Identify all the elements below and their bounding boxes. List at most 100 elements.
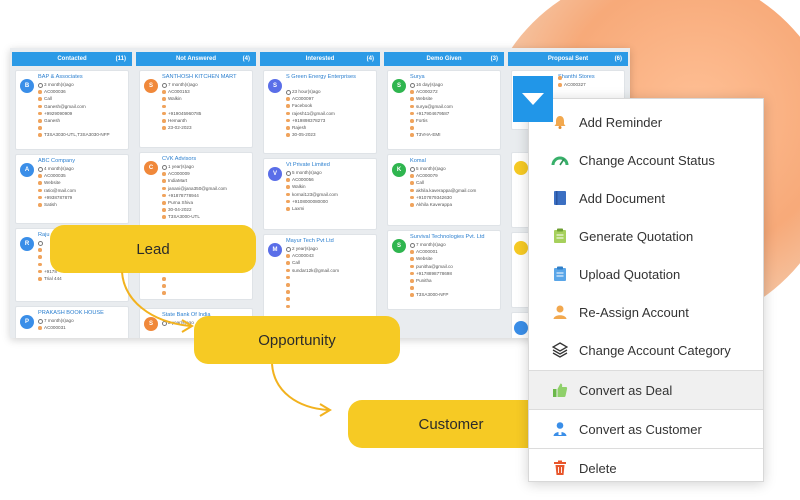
menu-divider <box>529 370 763 371</box>
account-menu-toggle-button[interactable] <box>513 76 553 122</box>
avatar: S <box>144 317 158 331</box>
card-detail: Hemanth <box>162 117 250 124</box>
menu-item-label: Convert as Customer <box>579 421 702 437</box>
card-detail: 3 month(s)ago <box>38 81 126 89</box>
card-detail: Website <box>410 255 498 262</box>
account-card[interactable]: B BAP & Associates 3 month(s)ago AC00003… <box>15 70 129 150</box>
card-detail: +9178898778698 <box>410 270 498 277</box>
account-card[interactable]: S SANTHOSH KITCHEN MART 7 month(s)ago AC… <box>139 70 253 148</box>
menu-item-add-reminder[interactable]: Add Reminder <box>529 103 763 141</box>
card-detail: sundar12k@gmail.com <box>286 267 374 274</box>
account-card[interactable]: C CVK Advisors 1 year(s)ago AC000009 Ind… <box>139 152 253 230</box>
card-detail: akhila.kaverappa@gmail.com <box>410 187 498 194</box>
column-header-contacted[interactable]: Contacted (11) <box>12 52 132 66</box>
card-detail: 5 month(s)ago <box>286 169 374 177</box>
card-details: 3 month(s)ago AC000036 Call Ganesh@gmail… <box>38 81 126 139</box>
card-detail: T3VHA-EMI <box>410 131 498 138</box>
card-detail: AC000097 <box>286 95 374 102</box>
account-card[interactable]: S S Green Energy Enterprises 23 hour(s)a… <box>263 70 377 154</box>
account-name[interactable]: SANTHOSH KITCHEN MART <box>162 74 237 80</box>
card-detail: AC000056 <box>286 176 374 183</box>
column-title: Proposal Sent <box>547 56 589 62</box>
card-details: 4 month(s)ago AC000035 Website ratio@mai… <box>38 165 126 208</box>
account-name[interactable]: S Green Energy Enterprises <box>286 74 356 80</box>
account-name[interactable]: Komal <box>410 158 426 164</box>
card-details: +9178 Trial 444 <box>38 239 126 282</box>
card-detail: +919045960785 <box>162 110 250 117</box>
menu-item-change-account-category[interactable]: Change Account Category <box>529 331 763 369</box>
card-detail: Satish <box>38 201 126 208</box>
menu-item-re-assign-account[interactable]: Re-Assign Account <box>529 293 763 331</box>
card-detail: AC000272 <box>410 88 498 95</box>
card-detail: AC000009 <box>162 170 250 177</box>
column-header-interested[interactable]: Interested (4) <box>260 52 380 66</box>
account-name[interactable]: PRAKASH BOOK HOUSE <box>38 310 104 316</box>
menu-item-label: Generate Quotation <box>579 228 694 244</box>
card-detail: AC000327 <box>558 81 622 88</box>
menu-item-generate-quotation[interactable]: Generate Quotation <box>529 217 763 255</box>
card-detail: 7 month(s)ago <box>410 241 498 249</box>
column-demo-given: Demo Given (3) S Surya 16 day(s)ago AC00… <box>384 52 504 338</box>
card-detail <box>38 246 126 253</box>
account-name[interactable]: Survival Technologies Pvt. Ltd <box>410 234 485 240</box>
card-detail: +91878778944 <box>162 192 250 199</box>
column-header-proposal-sent[interactable]: Proposal Sent (6) <box>508 52 628 66</box>
menu-item-convert-as-deal[interactable]: Convert as Deal <box>529 371 763 409</box>
menu-item-add-document[interactable]: Add Document <box>529 179 763 217</box>
column-interested: Interested (4) S S Green Energy Enterpri… <box>260 52 380 338</box>
column-header-demo-given[interactable]: Demo Given (3) <box>384 52 504 66</box>
account-card[interactable]: S Survival Technologies Pvt. Ltd 7 month… <box>387 230 501 310</box>
account-name[interactable]: ABC Company <box>38 158 75 164</box>
thumbs-up-icon <box>551 382 569 398</box>
avatar: S <box>392 239 406 253</box>
menu-item-delete[interactable]: Delete <box>529 449 763 487</box>
trash-icon <box>551 460 569 476</box>
card-details: 7 month(s)ago AC000001 Website punitha@g… <box>410 241 498 299</box>
account-card[interactable]: A ABC Company 4 month(s)ago AC000035 Web… <box>15 154 129 224</box>
card-detail <box>162 282 250 289</box>
card-detail: surya@gmail.com <box>410 103 498 110</box>
account-card[interactable]: M Mayur Tech Pvt Ltd 2 year(s)ago AC0000… <box>263 234 377 318</box>
card-detail: Akhila Kaverappa <box>410 201 498 208</box>
menu-item-upload-quotation[interactable]: Upload Quotation <box>529 255 763 293</box>
avatar: M <box>268 243 282 257</box>
avatar <box>514 161 528 175</box>
card-details: 5 month(s)ago AC000079 Call akhila.kaver… <box>410 165 498 208</box>
card-detail <box>38 239 126 247</box>
card-detail: Facebook <box>286 102 374 109</box>
menu-item-change-account-status[interactable]: Change Account Status <box>529 141 763 179</box>
card-detail: Punitha <box>410 277 498 284</box>
card-detail: 4 month(s)ago <box>38 165 126 173</box>
account-card[interactable]: V Vt Private Limited 5 month(s)ago AC000… <box>263 158 377 230</box>
layers-icon <box>551 342 569 358</box>
card-detail: IndiaMart <box>162 177 250 184</box>
column-header-not-answered[interactable]: Not Answered (4) <box>136 52 256 66</box>
card-detail: T3SA3000-NFP <box>410 291 498 298</box>
card-details: 1 year(s)ago AC000009 IndiaMart janani@j… <box>162 163 250 221</box>
card-detail: 30-05-2023 <box>286 131 374 138</box>
account-card[interactable]: P PRAKASH BOOK HOUSE 7 month(s)ago AC000… <box>15 306 129 338</box>
avatar: S <box>392 79 406 93</box>
menu-item-convert-as-customer[interactable]: Convert as Customer <box>529 410 763 448</box>
card-detail: AC000031 <box>38 324 126 331</box>
column-count: (11) <box>115 56 126 62</box>
account-name[interactable]: Shanthi Stores <box>558 74 595 80</box>
account-name[interactable]: Surya <box>410 74 425 80</box>
account-name[interactable]: BAP & Associates <box>38 74 83 80</box>
book-icon <box>551 190 569 206</box>
account-card[interactable]: S Surya 16 day(s)ago AC000272 Website su… <box>387 70 501 150</box>
card-detail: Ganesh@gmail.com <box>38 103 126 110</box>
flow-arrow-opportunity-to-customer <box>271 363 332 417</box>
account-name[interactable]: Vt Private Limited <box>286 162 330 168</box>
avatar: V <box>268 167 282 181</box>
gauge-icon <box>551 152 569 168</box>
account-name[interactable]: State Bank Of India <box>162 312 211 318</box>
card-detail: punitha@gmail.co <box>410 263 498 270</box>
account-name[interactable]: CVK Advisors <box>162 156 197 162</box>
account-name[interactable]: Raju <box>38 232 50 238</box>
card-details: AC000327 <box>558 74 622 88</box>
menu-item-label: Change Account Status <box>579 152 715 168</box>
avatar <box>514 321 528 335</box>
account-card[interactable]: K Komal 5 month(s)ago AC000079 Call akhi… <box>387 154 501 226</box>
account-name[interactable]: Mayur Tech Pvt Ltd <box>286 238 334 244</box>
